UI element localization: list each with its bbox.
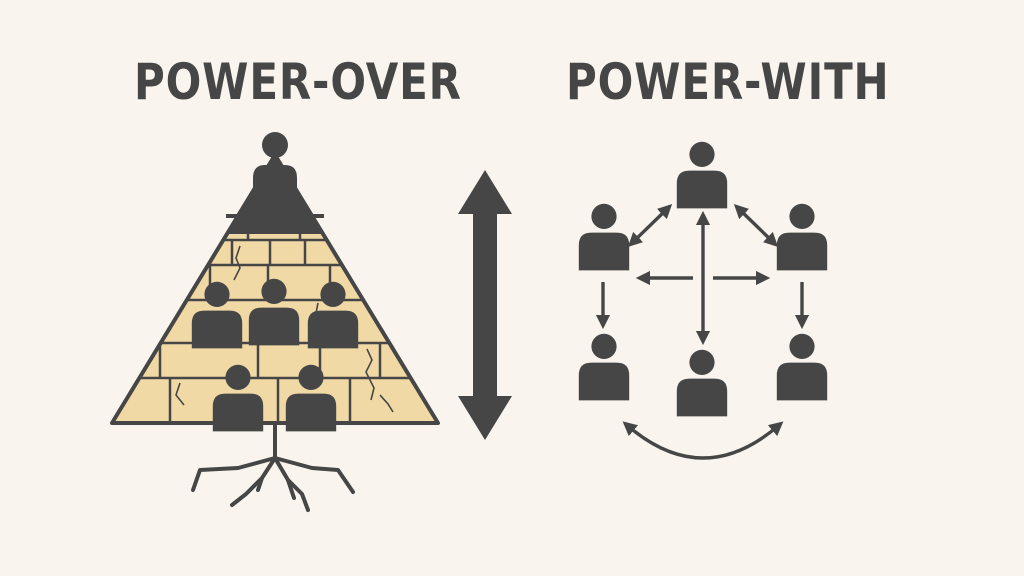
person-icon bbox=[578, 203, 630, 271]
power-over-title: POWER-OVER bbox=[134, 53, 462, 111]
person-icon bbox=[776, 333, 828, 401]
person-icon bbox=[676, 141, 728, 209]
leader-base-line bbox=[226, 214, 324, 218]
person-icon bbox=[578, 333, 630, 401]
roots-icon bbox=[191, 421, 355, 512]
crack-icon bbox=[175, 245, 394, 413]
curved-double-arrow-icon bbox=[622, 421, 784, 460]
power-with-diagram bbox=[578, 141, 828, 460]
bidirectional-arrow-icon bbox=[627, 204, 673, 247]
power-with-title: POWER-WITH bbox=[566, 53, 890, 111]
double-arrow-icon bbox=[458, 170, 512, 440]
person-icon bbox=[676, 349, 728, 417]
power-over-diagram bbox=[110, 132, 440, 512]
bidirectional-arrow-icon bbox=[733, 204, 779, 247]
leader-person bbox=[227, 132, 323, 234]
person-icon bbox=[776, 203, 828, 271]
